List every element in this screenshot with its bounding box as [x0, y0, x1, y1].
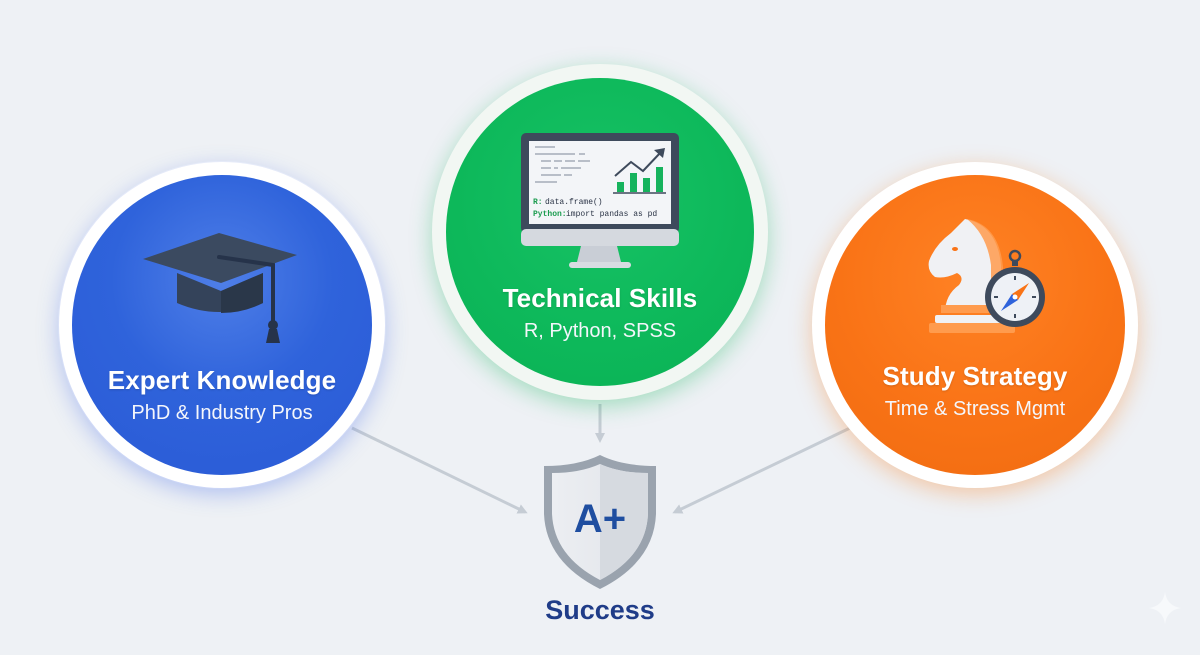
node-subtitle: Time & Stress Mgmt [884, 398, 1066, 420]
node-technical-skills: R: data.frame() Python: import pandas as… [432, 64, 768, 400]
node-technical-fill: R: data.frame() Python: import pandas as… [446, 78, 754, 386]
grade-badge: A+ [574, 497, 626, 541]
node-title: Technical Skills [502, 283, 698, 313]
monitor-chart-icon: R: data.frame() Python: import pandas as… [521, 133, 679, 268]
graduation-cap-icon [143, 233, 297, 343]
node-strategy-fill: Study Strategy Time & Stress Mgmt [825, 175, 1125, 475]
code-line-1-label: R: [533, 198, 543, 207]
shield-icon: A+ [544, 455, 656, 589]
chess-knight-compass-icon [928, 219, 1045, 333]
node-study-strategy: Study Strategy Time & Stress Mgmt [812, 162, 1138, 488]
code-line-2-label: Python: [533, 210, 567, 219]
arrow-expert-to-success [351, 426, 528, 514]
node-expert-knowledge: Expert Knowledge PhD & Industry Pros [59, 162, 385, 488]
code-line-2-text: import pandas as pd [566, 210, 657, 219]
node-title: Expert Knowledge [107, 365, 337, 395]
sparkle-icon [1149, 592, 1181, 624]
node-title: Study Strategy [882, 361, 1068, 391]
node-subtitle: PhD & Industry Pros [131, 402, 313, 424]
success-label: Success [545, 595, 655, 625]
code-line-1-text: data.frame() [545, 198, 603, 207]
arrow-strategy-to-success [672, 426, 851, 514]
node-subtitle: R, Python, SPSS [523, 320, 677, 342]
node-expert-fill: Expert Knowledge PhD & Industry Pros [72, 175, 372, 475]
